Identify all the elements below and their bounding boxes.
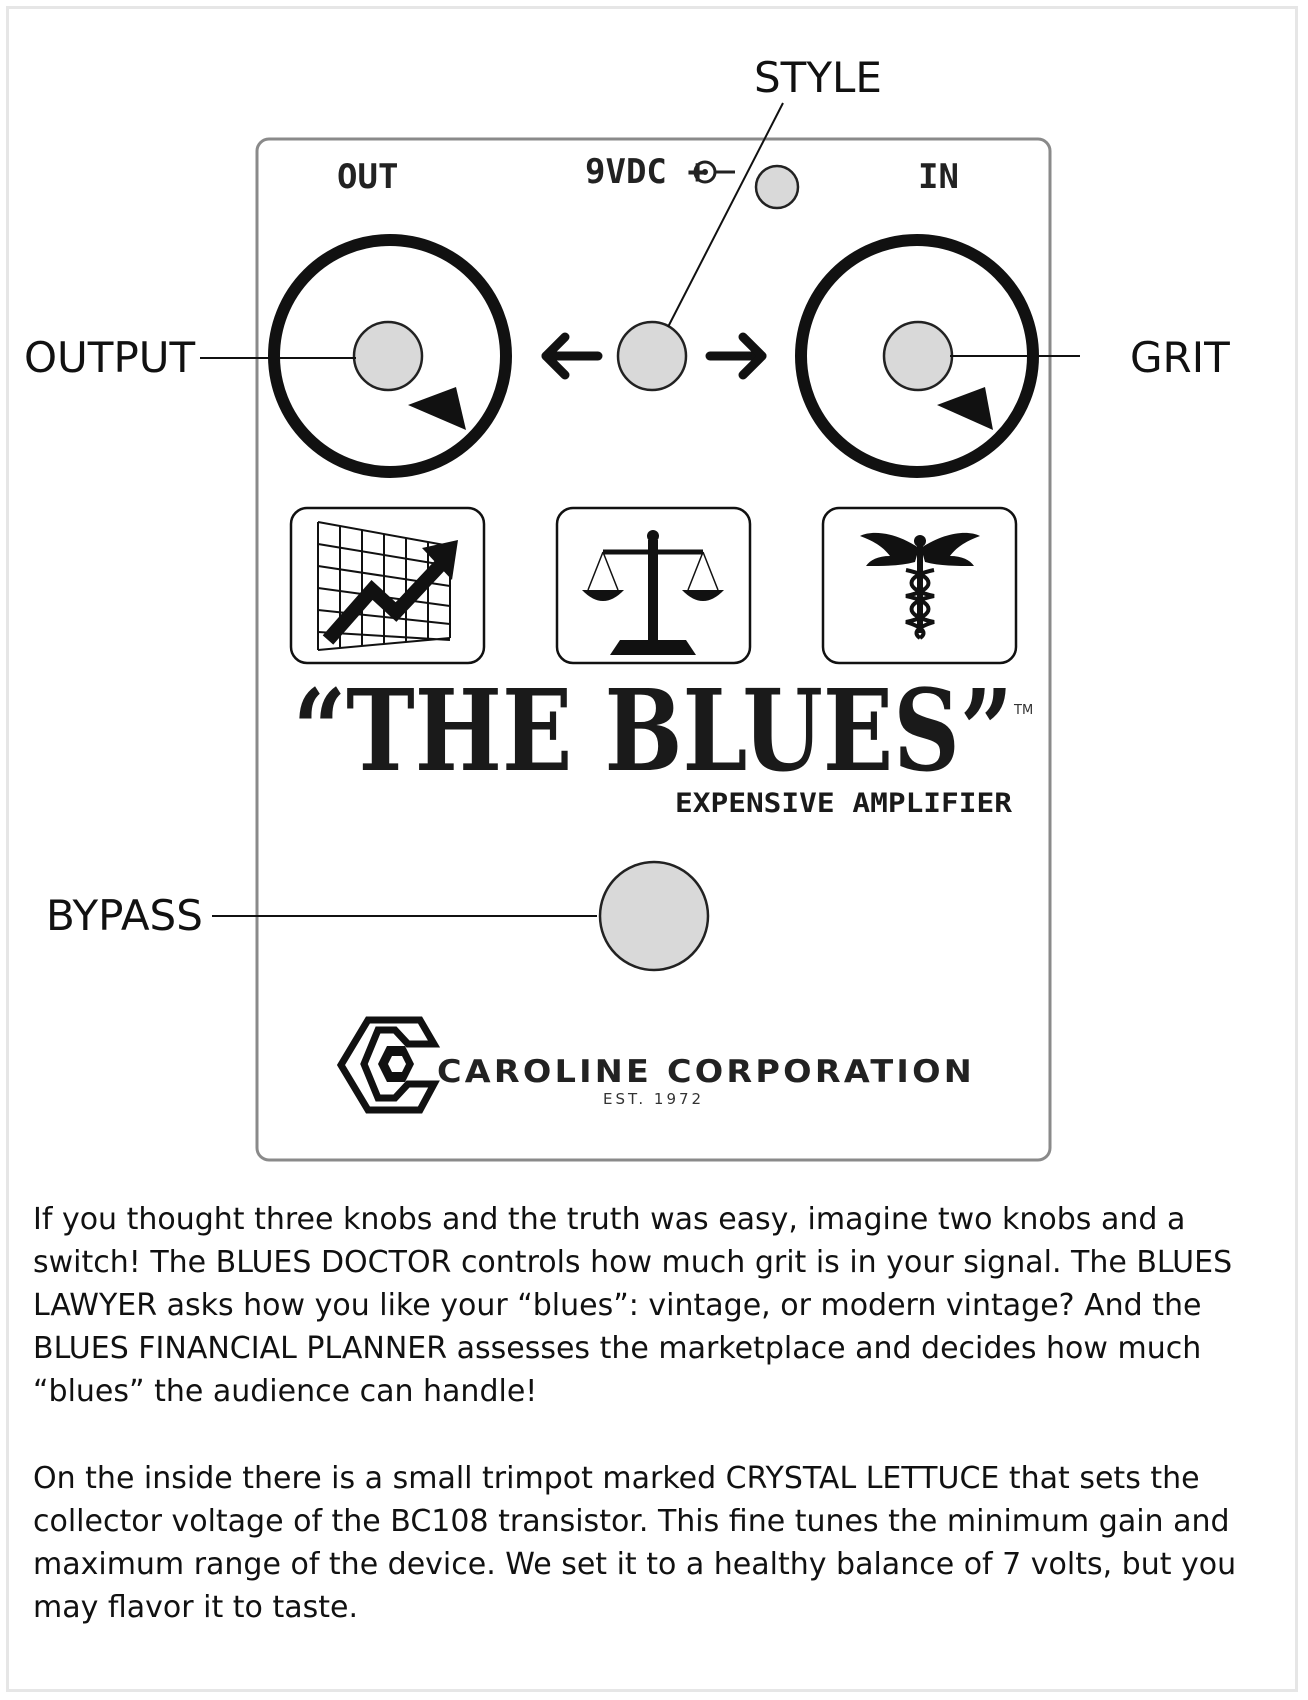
brand-name: CAROLINE CORPORATION (437, 1054, 975, 1090)
scales-of-justice-icon (555, 506, 752, 665)
output-knob[interactable] (268, 234, 512, 478)
product-name: “THE BLUES” (293, 666, 1013, 797)
dc-power-icon (693, 160, 735, 184)
style-callout-label: STYLE (754, 53, 882, 102)
trademark-mark: TM (1013, 703, 1033, 718)
in-jack-label: IN (918, 157, 959, 197)
pedal-diagram: OUT 9VDC + IN STYLE OUTPUT GRIT BYPASS (24, 53, 1230, 1162)
product-subtitle: EXPENSIVE AMPLIFIER (675, 788, 1013, 819)
growth-chart-icon (289, 506, 486, 665)
style-leader-line (667, 102, 784, 328)
output-knob-pointer (408, 387, 466, 430)
left-arrow-icon (541, 332, 603, 380)
description: If you thought three knobs and the truth… (33, 1198, 1273, 1673)
power-label: 9VDC + (585, 152, 708, 192)
bypass-callout-label: BYPASS (46, 891, 203, 940)
caroline-logo-icon (336, 1016, 441, 1114)
page-frame (6, 6, 1298, 1692)
caduceus-icon (821, 506, 1018, 665)
style-switch[interactable] (616, 320, 688, 392)
grit-knob-pointer (937, 387, 993, 430)
brand-established: EST. 1972 (603, 1090, 704, 1108)
led-indicator (754, 164, 800, 210)
right-arrow-icon (705, 332, 767, 380)
bypass-footswitch[interactable] (598, 860, 710, 972)
out-jack-label: OUT (337, 157, 398, 197)
description-paragraph-1: If you thought three knobs and the truth… (33, 1202, 1233, 1409)
description-paragraph-2: On the inside there is a small trimpot m… (33, 1461, 1237, 1625)
output-callout-label: OUTPUT (24, 333, 196, 382)
grit-callout-label: GRIT (1130, 333, 1230, 382)
